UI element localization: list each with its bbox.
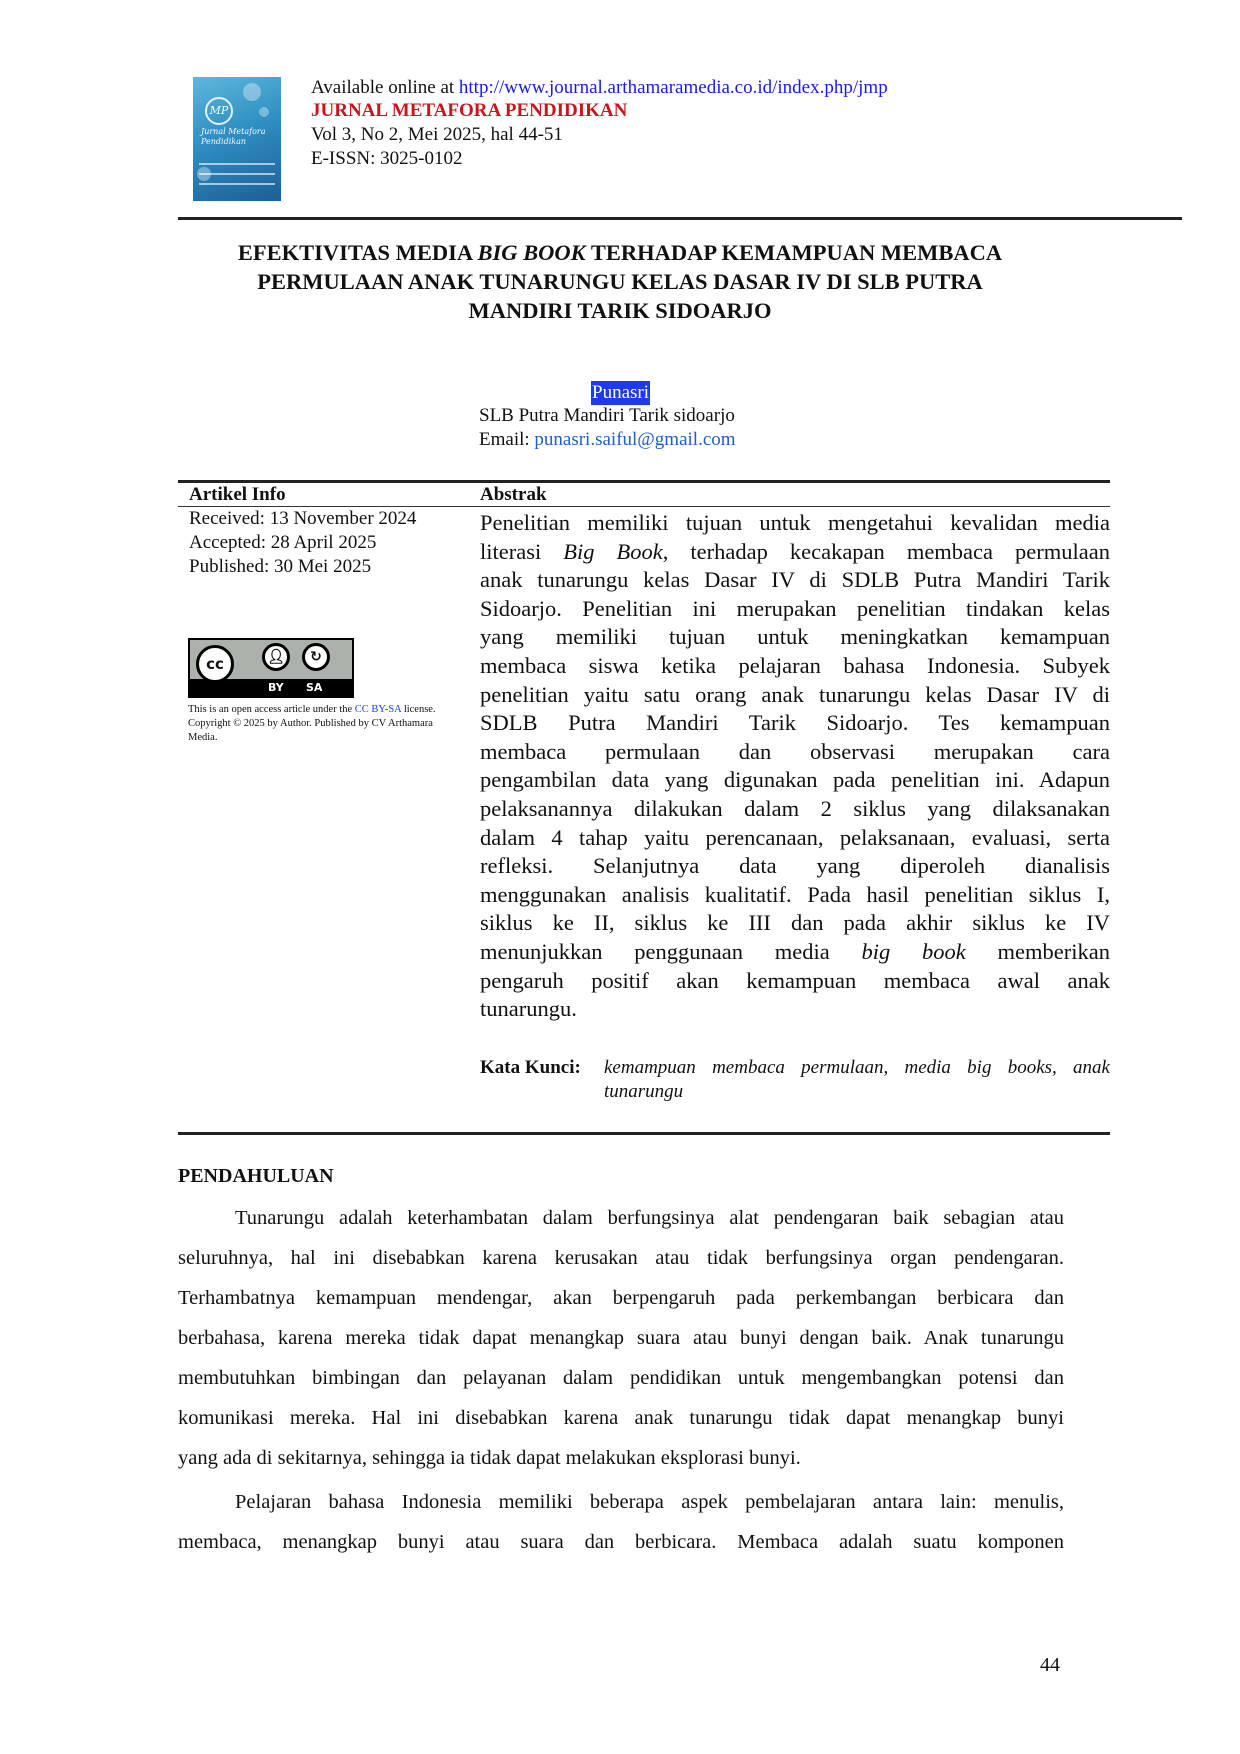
keywords-line: kemampuan membaca permulaan, media big b… bbox=[604, 1057, 1110, 1078]
issn: E-ISSN: 3025-0102 bbox=[311, 148, 463, 169]
journal-name: JURNAL METAFORA PENDIDIKAN bbox=[311, 100, 628, 121]
body-line: Pelajaran bahasa Indonesia memiliki bebe… bbox=[235, 1491, 1064, 1513]
license-link[interactable]: CC BY-SA bbox=[354, 704, 402, 715]
badge-sa-label: SA bbox=[306, 681, 323, 694]
info-box-header-rule bbox=[178, 506, 1110, 507]
abstract-line: literasi Big Book, terhadap kecakapan me… bbox=[480, 538, 1110, 564]
body-line: yang ada di sekitarnya, sehingga ia tida… bbox=[178, 1447, 801, 1469]
abstract-line: pengaruh positif akan kemampuan membaca … bbox=[480, 967, 1110, 993]
share-alike-icon: ↻ bbox=[302, 643, 330, 671]
author-email-line: Email: punasri.saiful@gmail.com bbox=[479, 429, 736, 450]
journal-cover-image: MP Jurnal Metafora Pendidikan bbox=[193, 77, 281, 201]
abstract-line: anak tunarungu kelas Dasar IV di SDLB Pu… bbox=[480, 567, 1110, 593]
cc-by-sa-badge[interactable]: cc 👤︎ ↻ BY SA bbox=[188, 638, 354, 698]
section-heading-pendahuluan: PENDAHULUAN bbox=[178, 1165, 334, 1187]
keywords-text: kemampuan membaca permulaan, media big b… bbox=[604, 1056, 1110, 1104]
abstract-line: membaca siswa ketika pelajaran bahasa In… bbox=[480, 652, 1110, 678]
abstract-line: siklus ke II, siklus ke III dan pada akh… bbox=[480, 910, 1110, 936]
availability-line: Available online at http://www.journal.a… bbox=[311, 77, 888, 98]
cc-icon: cc bbox=[196, 645, 234, 683]
page-number: 44 bbox=[1040, 1654, 1060, 1676]
abstract-line: SDLB Putra Mandiri Tarik Sidoarjo. Tes k… bbox=[480, 710, 1110, 736]
paragraph-2: Pelajaran bahasa Indonesia memiliki bebe… bbox=[178, 1482, 1064, 1562]
paper-title: EFEKTIVITAS MEDIA BIG BOOK TERHADAP KEMA… bbox=[237, 240, 1003, 323]
abstract-line: yang memiliki tujuan untuk meningkatkan … bbox=[480, 624, 1110, 650]
abstract-line: menunjukkan penggunaan media big book me… bbox=[480, 938, 1110, 964]
author-affiliation: SLB Putra Mandiri Tarik sidoarjo bbox=[479, 405, 735, 426]
body-line: berbahasa, karena mereka tidak dapat men… bbox=[178, 1327, 1064, 1349]
body-line: membutuhkan bimbingan dan pelayanan dala… bbox=[178, 1367, 1064, 1389]
journal-url-link[interactable]: http://www.journal.arthamaramedia.co.id/… bbox=[458, 77, 888, 98]
body-line: Tunarungu adalah keterhambatan dalam ber… bbox=[235, 1207, 1064, 1229]
abstract-line: pelaksanannya dilakukan dalam 2 siklus y… bbox=[480, 795, 1110, 821]
keywords-line: tunarungu bbox=[604, 1081, 684, 1102]
author-email-link[interactable]: punasri.saiful@gmail.com bbox=[534, 429, 736, 450]
abstract-line: dalam 4 tahap yaitu perencanaan, pelaksa… bbox=[480, 824, 1110, 850]
badge-by-label: BY bbox=[268, 681, 284, 694]
body-text: Tunarungu adalah keterhambatan dalam ber… bbox=[178, 1198, 1064, 1562]
abstract-heading: Abstrak bbox=[480, 484, 547, 505]
abstract-line: menggunakan analisis kualitatif. Pada ha… bbox=[480, 881, 1110, 907]
license-note: This is an open access article under the… bbox=[188, 704, 436, 743]
abstract-text: Penelitian memiliki tujuan untuk mengeta… bbox=[480, 509, 1110, 1024]
header-divider bbox=[178, 217, 1182, 220]
info-box-top-rule bbox=[178, 480, 1110, 483]
body-line: membaca, menangkap bunyi atau suara dan … bbox=[178, 1531, 1064, 1553]
body-line: komunikasi mereka. Hal ini disebabkan ka… bbox=[178, 1407, 1064, 1429]
info-box-bottom-rule bbox=[178, 1132, 1110, 1135]
paragraph-1: Tunarungu adalah keterhambatan dalam ber… bbox=[178, 1198, 1064, 1478]
abstract-line: Sidoarjo. Penelitian ini merupakan penel… bbox=[480, 595, 1110, 621]
volume-info: Vol 3, No 2, Mei 2025, hal 44-51 bbox=[311, 124, 563, 145]
abstract-line: membaca permulaan dan observasi merupaka… bbox=[480, 738, 1110, 764]
received-date: Received: 13 November 2024 bbox=[189, 508, 417, 529]
cover-title: Jurnal Metafora Pendidikan bbox=[201, 127, 266, 146]
article-info-heading: Artikel Info bbox=[189, 484, 286, 505]
published-date: Published: 30 Mei 2025 bbox=[189, 556, 372, 577]
body-line: seluruhnya, hal ini disebabkan karena ke… bbox=[178, 1247, 1064, 1269]
journal-logo: MP bbox=[205, 97, 233, 125]
abstract-line: refleksi. Selanjutnya data yang diperole… bbox=[480, 853, 1110, 879]
abstract-line: pengambilan data yang digunakan pada pen… bbox=[480, 767, 1110, 793]
author-name[interactable]: Punasri bbox=[591, 381, 650, 405]
abstract-line: Penelitian memiliki tujuan untuk mengeta… bbox=[480, 510, 1110, 535]
abstract-line: tunarungu. bbox=[480, 996, 577, 1022]
keywords-label: Kata Kunci: bbox=[480, 1057, 581, 1078]
accepted-date: Accepted: 28 April 2025 bbox=[189, 532, 377, 553]
body-line: Terhambatnya kemampuan mendengar, akan b… bbox=[178, 1287, 1064, 1309]
abstract-line: penelitian yaitu satu orang anak tunarun… bbox=[480, 681, 1110, 707]
attribution-icon: 👤︎ bbox=[262, 643, 290, 671]
